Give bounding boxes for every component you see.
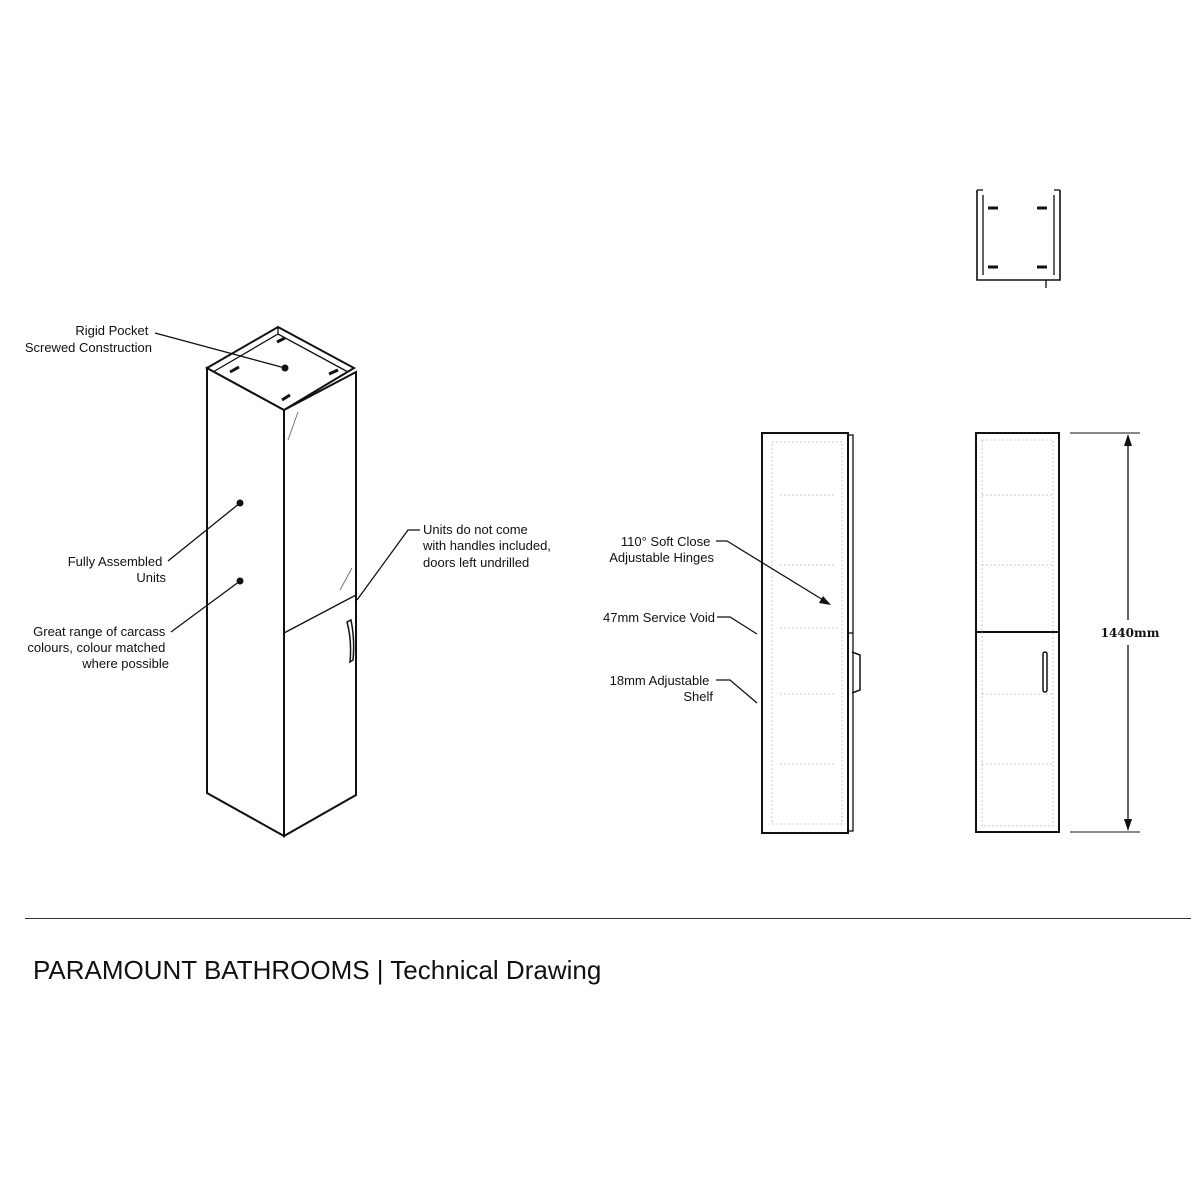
annotation-service-void: 47mm Service Void: [603, 610, 715, 625]
annotation-hinges: 110° Soft Close Adjustable Hinges: [609, 534, 714, 565]
footer-title: PARAMOUNT BATHROOMS | Technical Drawing: [33, 955, 602, 985]
annotation-rigid-pocket: Rigid Pocket Screwed Construction: [25, 323, 152, 355]
door-split-line: [283, 594, 357, 634]
leaders: [154, 332, 831, 704]
height-dimension-label: 1440mm: [1101, 626, 1160, 640]
door-handle: [346, 618, 355, 664]
annotation-carcass-colours: Great range of carcass colours, colour m…: [27, 624, 169, 671]
height-dimension: 1440mm: [1070, 432, 1160, 833]
annotation-shelf: 18mm Adjustable Shelf: [610, 673, 714, 704]
top-slots: [229, 336, 339, 402]
front-handle: [1042, 651, 1048, 693]
side-view: [761, 432, 861, 834]
annotation-fully-assembled: Fully Assembled Units: [68, 554, 167, 585]
annotation-handles: Units do not come with handles included,…: [422, 522, 555, 570]
footer-divider: [25, 918, 1191, 919]
isometric-cabinet: [204, 325, 357, 838]
side-handle: [851, 651, 861, 694]
front-view: [975, 432, 1060, 833]
top-view: [976, 189, 1061, 288]
